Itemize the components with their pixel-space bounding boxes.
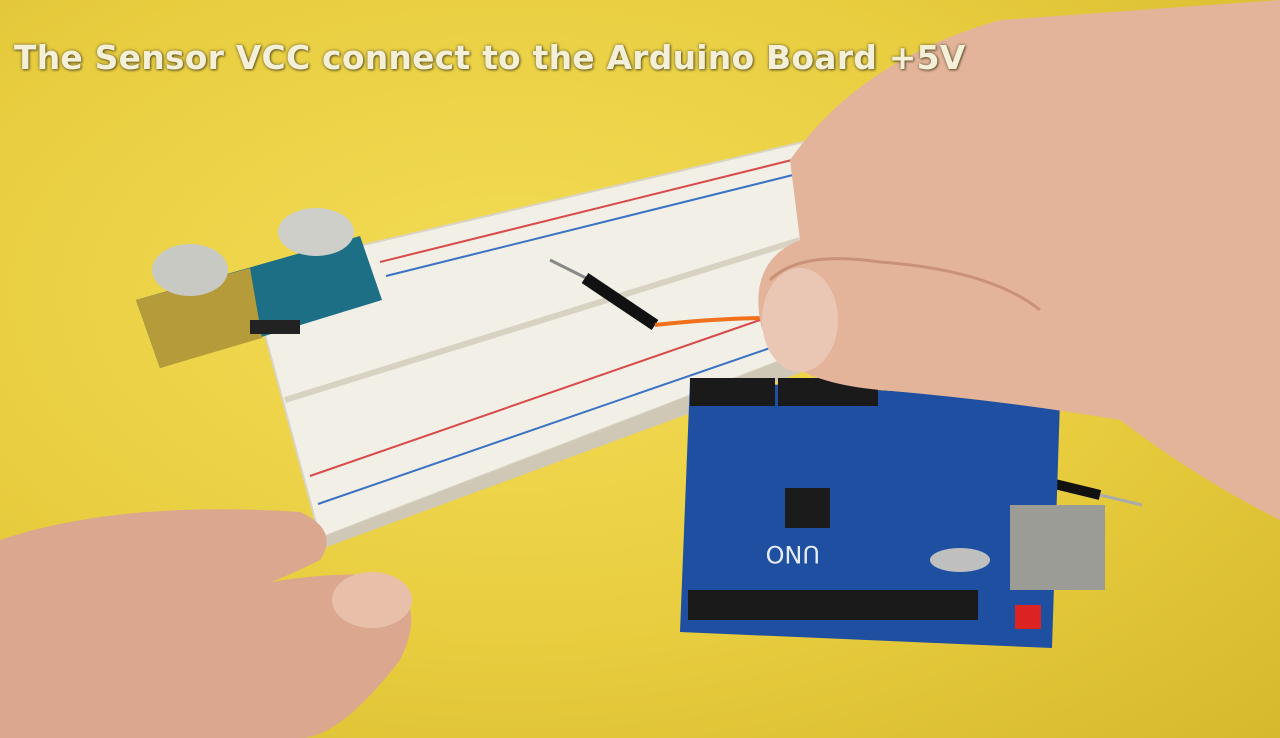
arduino-board: UNO bbox=[680, 378, 1105, 648]
left-hand bbox=[0, 509, 412, 738]
board-uno-label: UNO bbox=[766, 540, 820, 568]
video-caption: The Sensor VCC connect to the Arduino Bo… bbox=[14, 38, 966, 77]
right-hand bbox=[758, 0, 1280, 520]
ultrasonic-sensor bbox=[136, 208, 382, 368]
